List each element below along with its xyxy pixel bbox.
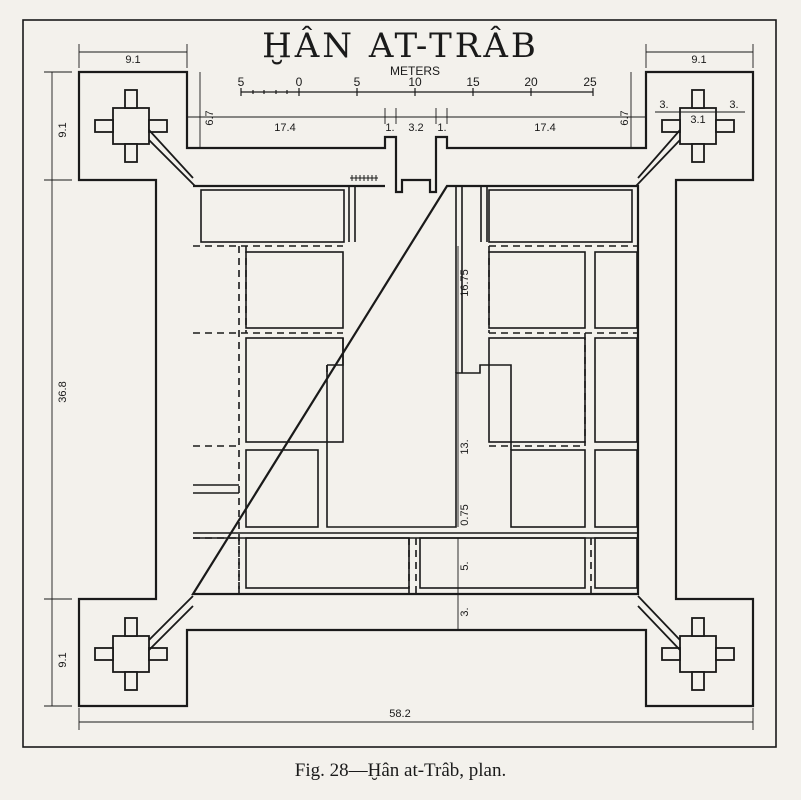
entrance-stair [350, 175, 378, 181]
tower-se [661, 617, 735, 691]
drawing-frame [22, 19, 777, 748]
dim-tower-right-b: 3.1 [690, 114, 705, 126]
tower-sw [94, 617, 168, 691]
dim-tower-height-left-bottom: 9.1 [57, 652, 69, 667]
scale-tick: 5 [354, 75, 361, 89]
dim-court-a: 16.75 [459, 269, 471, 297]
scale-ticks: 5 0 5 10 15 20 25 [238, 75, 597, 89]
dim-court-b: 13. [459, 439, 471, 454]
dim-wall-thickness-left: 6.7 [204, 110, 216, 125]
dashed-partitions [193, 245, 638, 594]
dim-tower-width-right: 9.1 [691, 54, 706, 66]
dim-court-c: 0.75 [459, 504, 471, 525]
dim-tower-height-left-top: 9.1 [57, 122, 69, 137]
scale-tick: 10 [408, 75, 422, 89]
scale-tick: 15 [466, 75, 480, 89]
scale-bar [240, 88, 594, 96]
scale-unit-label: METERS [390, 64, 440, 78]
dim-wall-thickness-right: 6.7 [619, 110, 631, 125]
dim-door-jamb-left: 1. [385, 122, 394, 134]
tower-nw [94, 89, 168, 163]
scale-tick: 20 [524, 75, 538, 89]
outer-wall [77, 70, 755, 708]
plan-title: ḪÂN AT-TRÂB [262, 26, 539, 66]
dim-total-width: 58.2 [389, 708, 410, 720]
dim-tower-width-left: 9.1 [125, 54, 140, 66]
dim-court-e: 3. [459, 607, 471, 616]
dim-side-length: 36.8 [57, 381, 69, 402]
dim-entrance: 3.2 [408, 122, 423, 134]
dimension-lines [44, 44, 754, 730]
dim-tower-right-a: 3. [659, 99, 668, 111]
dim-court-d: 5. [459, 561, 471, 570]
tower-ne [661, 89, 735, 163]
figure-caption: Fig. 28—Ḫân at-Trâb, plan. [294, 760, 507, 781]
scale-tick: 0 [296, 75, 303, 89]
tower-connectors [148, 129, 681, 651]
interior-rooms [193, 186, 638, 589]
dimension-labels: 9.1 9.1 9.1 36.8 9.1 6.7 6.7 17.4 1. 3.2… [57, 54, 739, 720]
scale-tick: 5 [238, 75, 245, 89]
dim-tower-right-c: 3. [729, 99, 738, 111]
dim-span-left: 17.4 [274, 122, 295, 134]
dim-span-right: 17.4 [534, 122, 555, 134]
scale-tick: 25 [583, 75, 597, 89]
dim-door-jamb-right: 1. [437, 122, 446, 134]
